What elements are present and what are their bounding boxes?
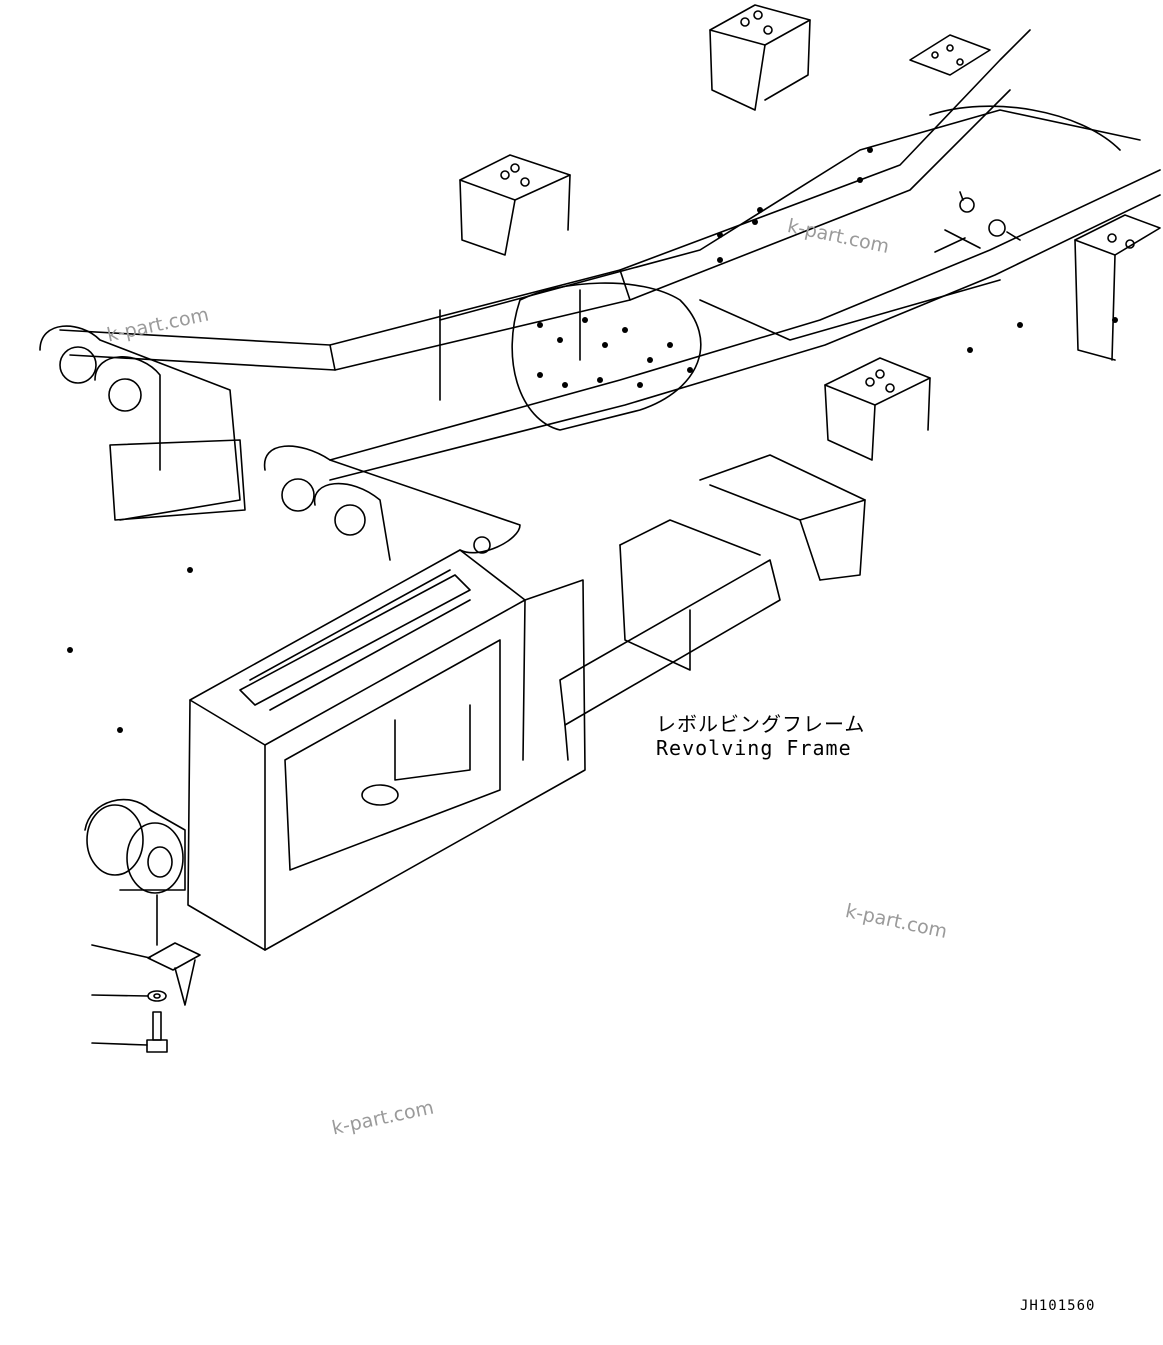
- front-pin-bosses: [84, 798, 186, 894]
- frame-label-japanese: レボルビングフレーム: [656, 712, 866, 736]
- bolt-part: [146, 1011, 168, 1053]
- boom-foot-bracket-front: [263, 445, 521, 561]
- part-leader-lines: [91, 944, 151, 1046]
- mounting-pad-right: [824, 357, 931, 461]
- cross-member-center: [559, 454, 866, 761]
- boom-foot-bracket-rear: [39, 325, 246, 521]
- plate-top-right: [909, 34, 991, 76]
- mounting-pad-top: [709, 4, 811, 111]
- bracket-part: [147, 894, 201, 1006]
- drawing-code: JH101560: [1020, 1298, 1096, 1314]
- bolt-holes: [67, 147, 1118, 733]
- mounting-pad-far-right: [1074, 214, 1161, 361]
- eye-bolt-parts: [934, 191, 1021, 253]
- frame-label-english: Revolving Frame: [656, 736, 852, 760]
- mounting-pad-mid: [459, 154, 571, 256]
- main-side-beams: [59, 29, 1161, 481]
- washer-part: [147, 990, 167, 1002]
- front-box-frame: [187, 549, 586, 951]
- center-deck: [439, 105, 1141, 431]
